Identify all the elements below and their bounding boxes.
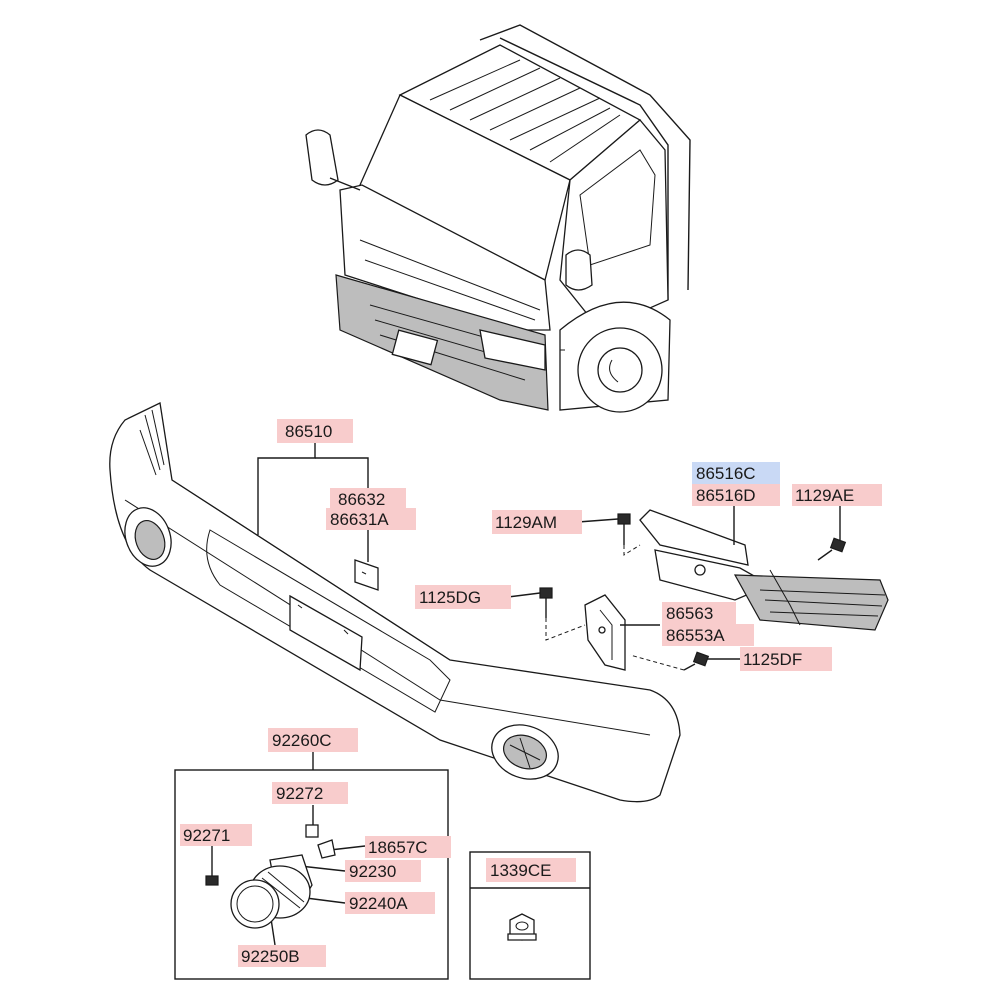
label-bg-92260c bbox=[268, 728, 358, 752]
bumper-stay-illustration bbox=[584, 509, 889, 671]
label-1125df[interactable]: 1125DF bbox=[743, 650, 802, 669]
label-bg-92230 bbox=[345, 860, 421, 882]
label-92240a[interactable]: 92240A bbox=[349, 894, 408, 913]
label-bg-1129am bbox=[492, 510, 582, 534]
connector-dg bbox=[545, 618, 586, 641]
label-bg-86516c bbox=[692, 462, 780, 484]
label-bg-86632 bbox=[330, 488, 406, 510]
label-bg-92272 bbox=[272, 782, 348, 804]
connector-df bbox=[629, 654, 685, 671]
label-1125dg[interactable]: 1125DG bbox=[419, 588, 481, 607]
label-86516c[interactable]: 86516C bbox=[696, 464, 756, 483]
label-bg-86631a bbox=[326, 508, 416, 530]
bolt-1129am-icon bbox=[617, 513, 631, 545]
label-1129am[interactable]: 1129AM bbox=[495, 513, 557, 532]
label-bg-86516d bbox=[692, 484, 780, 506]
label-86563[interactable]: 86563 bbox=[666, 604, 713, 623]
label-bg-18657c bbox=[365, 836, 451, 858]
label-bg-86510 bbox=[277, 419, 353, 443]
nut-box bbox=[469, 851, 591, 980]
label-1339ce[interactable]: 1339CE bbox=[490, 861, 551, 880]
foglamp-illustration bbox=[205, 824, 336, 929]
label-86553a[interactable]: 86553A bbox=[666, 626, 725, 645]
bolt-1125dg-icon bbox=[539, 587, 553, 618]
label-86632[interactable]: 86632 bbox=[338, 490, 385, 509]
truck-cab-illustration bbox=[305, 24, 691, 413]
leader-lines bbox=[211, 443, 841, 946]
label-86516d[interactable]: 86516D bbox=[696, 486, 756, 505]
bolt-1129ae-icon bbox=[817, 537, 847, 561]
label-86631a[interactable]: 86631A bbox=[330, 510, 389, 529]
label-bg-1339ce bbox=[486, 858, 576, 882]
label-bg-86553a bbox=[662, 624, 754, 646]
label-92271[interactable]: 92271 bbox=[183, 826, 230, 845]
label-bg-86563 bbox=[662, 602, 736, 624]
label-18657c[interactable]: 18657C bbox=[368, 838, 428, 857]
label-bg-1125df bbox=[740, 647, 832, 671]
label-bg-1129ae bbox=[792, 484, 882, 506]
label-92272[interactable]: 92272 bbox=[276, 784, 323, 803]
label-92260c[interactable]: 92260C bbox=[272, 731, 332, 750]
label-bg-92240a bbox=[345, 892, 435, 914]
label-92250b[interactable]: 92250B bbox=[241, 947, 300, 966]
label-bg-92250b bbox=[238, 945, 326, 967]
label-bg-1125dg bbox=[415, 585, 511, 609]
connector-am bbox=[623, 544, 641, 556]
foglamp-assembly-box bbox=[174, 769, 449, 980]
nut-icon bbox=[507, 913, 537, 941]
label-86510[interactable]: 86510 bbox=[285, 422, 332, 441]
label-1129ae[interactable]: 1129AE bbox=[795, 486, 854, 505]
label-92230[interactable]: 92230 bbox=[349, 862, 396, 881]
part-labels: 86510 86632 86631A 86516C 86516D 1129AE … bbox=[180, 419, 882, 967]
bolt-1125df-icon bbox=[683, 651, 710, 671]
label-bg-92271 bbox=[180, 824, 252, 846]
front-bumper-illustration bbox=[109, 402, 681, 803]
